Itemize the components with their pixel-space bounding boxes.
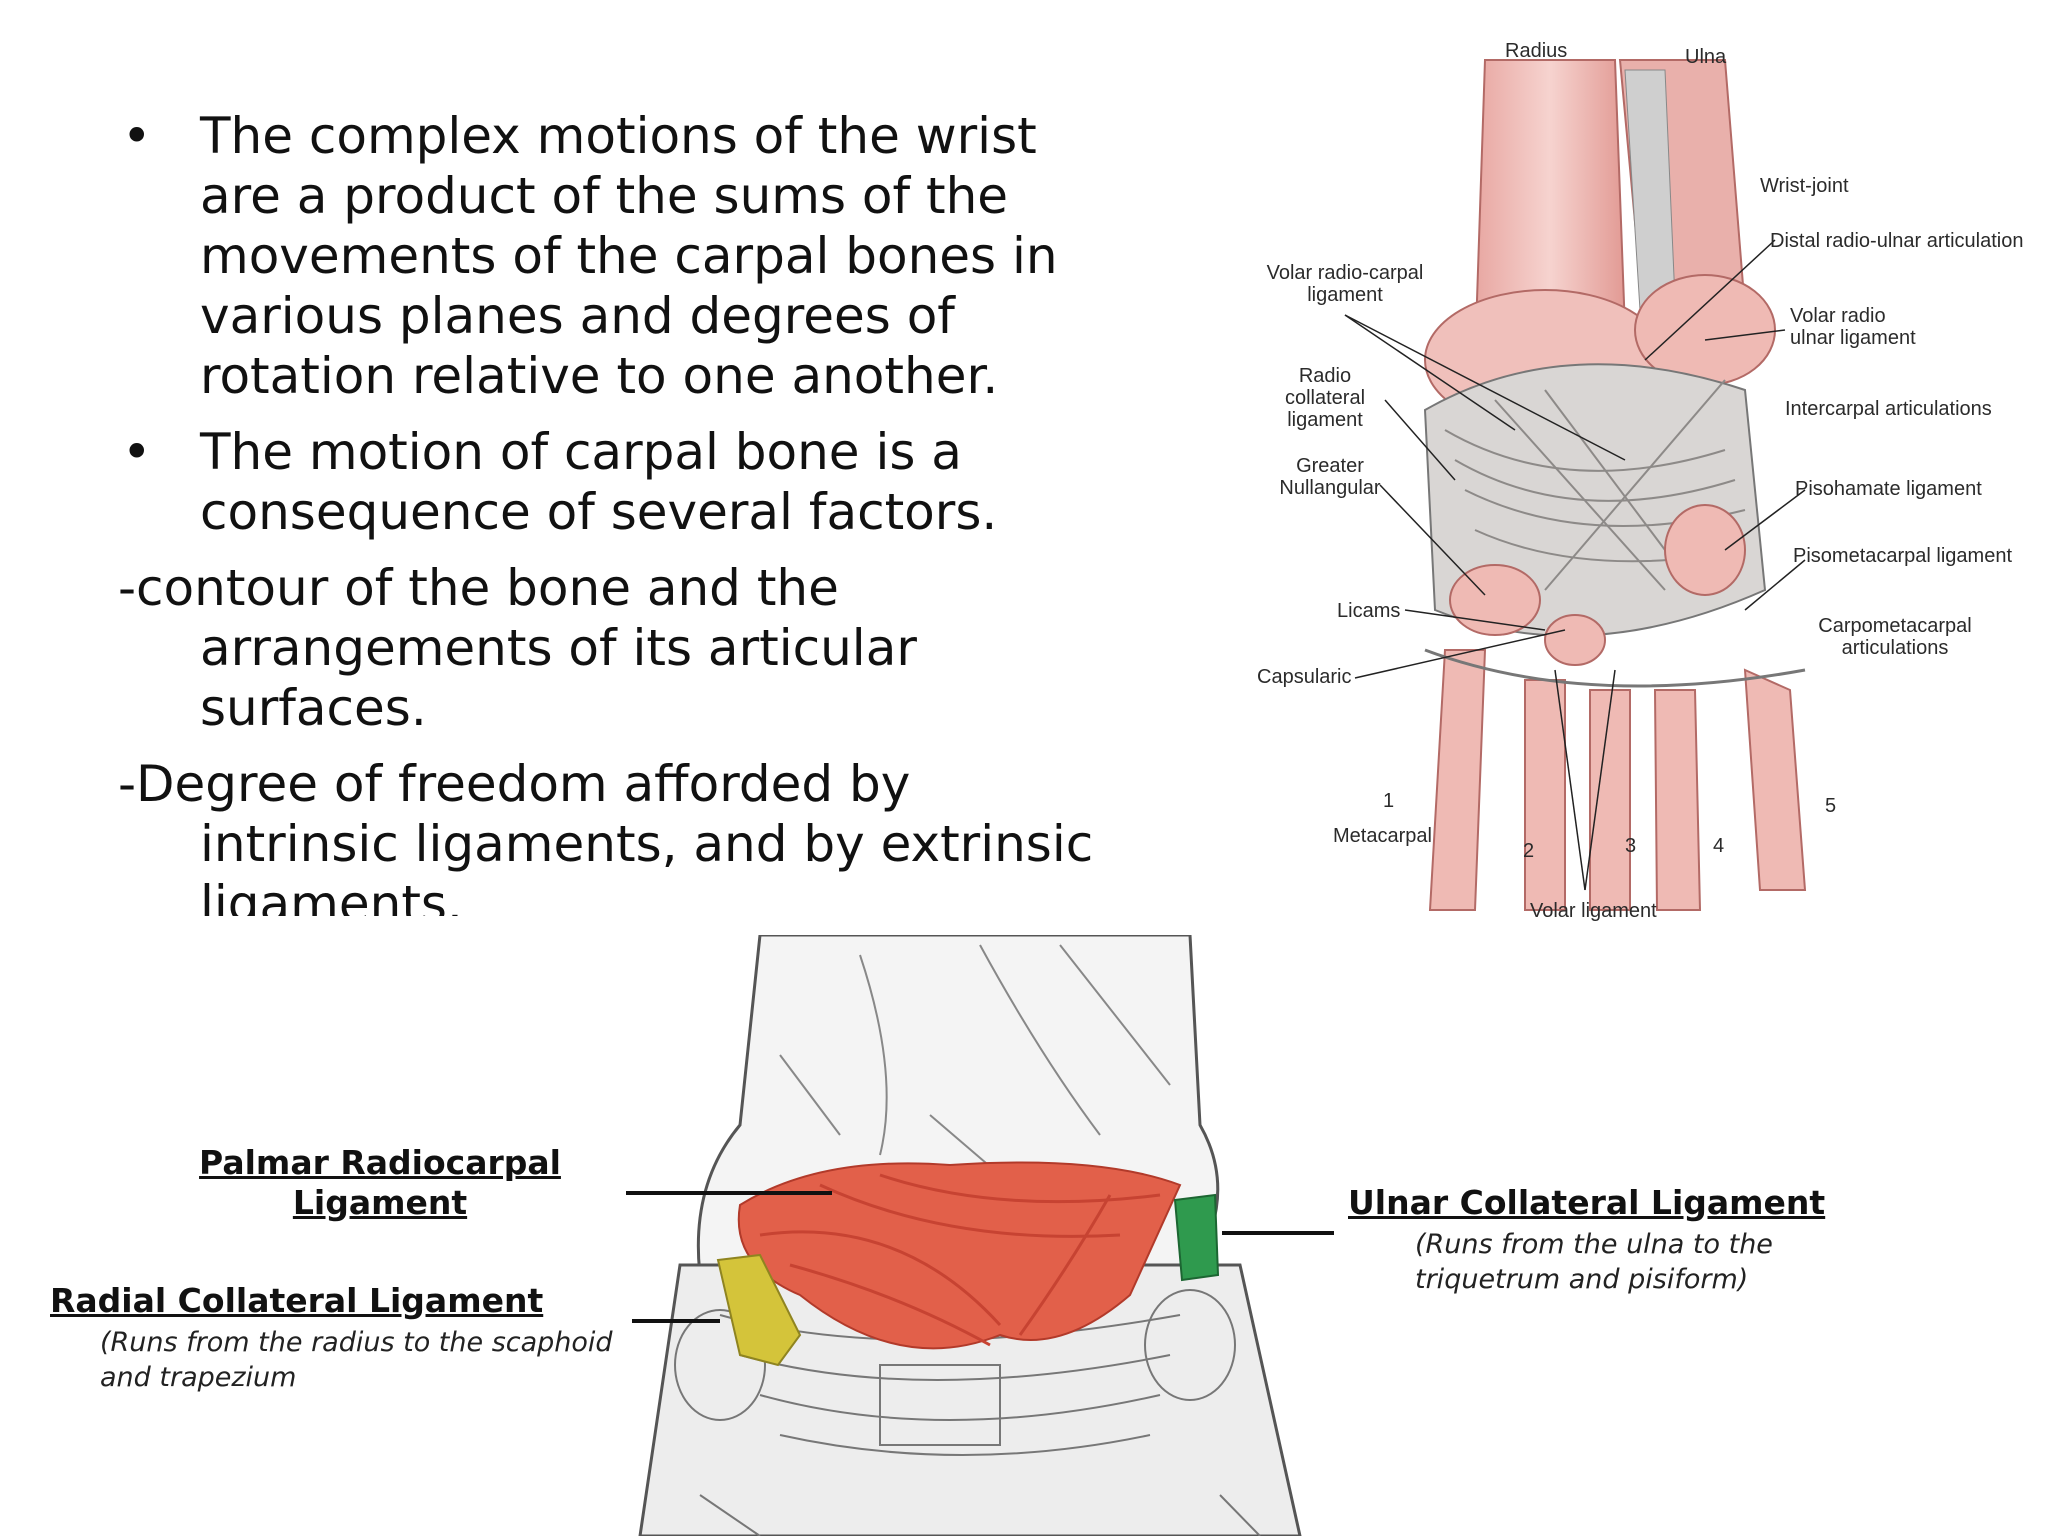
label-capsularic: Capsularic xyxy=(1257,666,1352,688)
label-volar-ligament: Volar ligament xyxy=(1530,900,1657,922)
bullet-item: • The motion of carpal bone is a consequ… xyxy=(118,422,1118,542)
radial-collateral-note: (Runs from the radius to the scaphoid an… xyxy=(100,1327,613,1393)
label-num-3: 3 xyxy=(1625,835,1637,857)
label-volar-radio-carpal: Volar radio-carpal ligament xyxy=(1266,262,1424,306)
ulnar-collateral-note: (Runs from the ulna to the triquetrum an… xyxy=(1415,1229,1773,1295)
bullet-text: The complex motions of the wrist are a p… xyxy=(200,107,1058,405)
bullet-symbol: • xyxy=(122,107,152,165)
label-licams: Licams xyxy=(1337,600,1401,622)
label-num-5: 5 xyxy=(1825,795,1837,817)
bullet-item: • The complex motions of the wrist are a… xyxy=(118,106,1118,406)
label-radius: Radius xyxy=(1505,40,1568,62)
label-num-4: 4 xyxy=(1713,835,1725,857)
label-radio-collateral: Radio collateral ligament xyxy=(1284,365,1366,431)
label-num-2: 2 xyxy=(1523,840,1535,862)
label-carpometacarpal: Carpometacarpal articulations xyxy=(1818,615,1972,659)
label-metacarpal: Metacarpal xyxy=(1333,825,1432,847)
wrist-ligament-illustration: Radius Ulna Wrist-joint Distal radio-uln… xyxy=(1245,30,2025,935)
ulnar-collateral-label: Ulnar Collateral Ligament xyxy=(1348,1183,1826,1222)
label-intercarpal: Intercarpal articulations xyxy=(1785,398,1992,420)
wrist-drawing xyxy=(1344,59,1807,911)
label-volar-radio-ulnar: Volar radio ulnar ligament xyxy=(1790,305,1916,349)
label-wrist-joint: Wrist-joint xyxy=(1760,175,1849,197)
label-pisometacarpal: Pisometacarpal ligament xyxy=(1793,545,2012,567)
dash-item: -contour of the bone and the arrangement… xyxy=(118,559,917,737)
label-distal-radio-ulnar: Distal radio-ulnar articulation xyxy=(1770,230,2024,252)
dash-item: -Degree of freedom afforded by intrinsic… xyxy=(118,755,1094,916)
slide-text: • The complex motions of the wrist are a… xyxy=(118,106,1118,916)
label-pisohamate: Pisohamate ligament xyxy=(1795,478,1982,500)
label-greater-nullangular: Greater Nullangular xyxy=(1279,455,1381,499)
palmar-radiocarpal-label: Palmar Radiocarpal Ligament xyxy=(199,1143,561,1222)
ligament-diagram: Palmar Radiocarpal Ligament Radial Colla… xyxy=(0,933,2048,1538)
radial-collateral-label: Radial Collateral Ligament xyxy=(50,1281,544,1320)
label-num-1: 1 xyxy=(1383,790,1395,812)
ligament-drawing xyxy=(626,933,1334,1538)
label-ulna: Ulna xyxy=(1685,46,1727,68)
bullet-text: The motion of carpal bone is a consequen… xyxy=(200,423,998,541)
bullet-symbol: • xyxy=(122,423,152,481)
